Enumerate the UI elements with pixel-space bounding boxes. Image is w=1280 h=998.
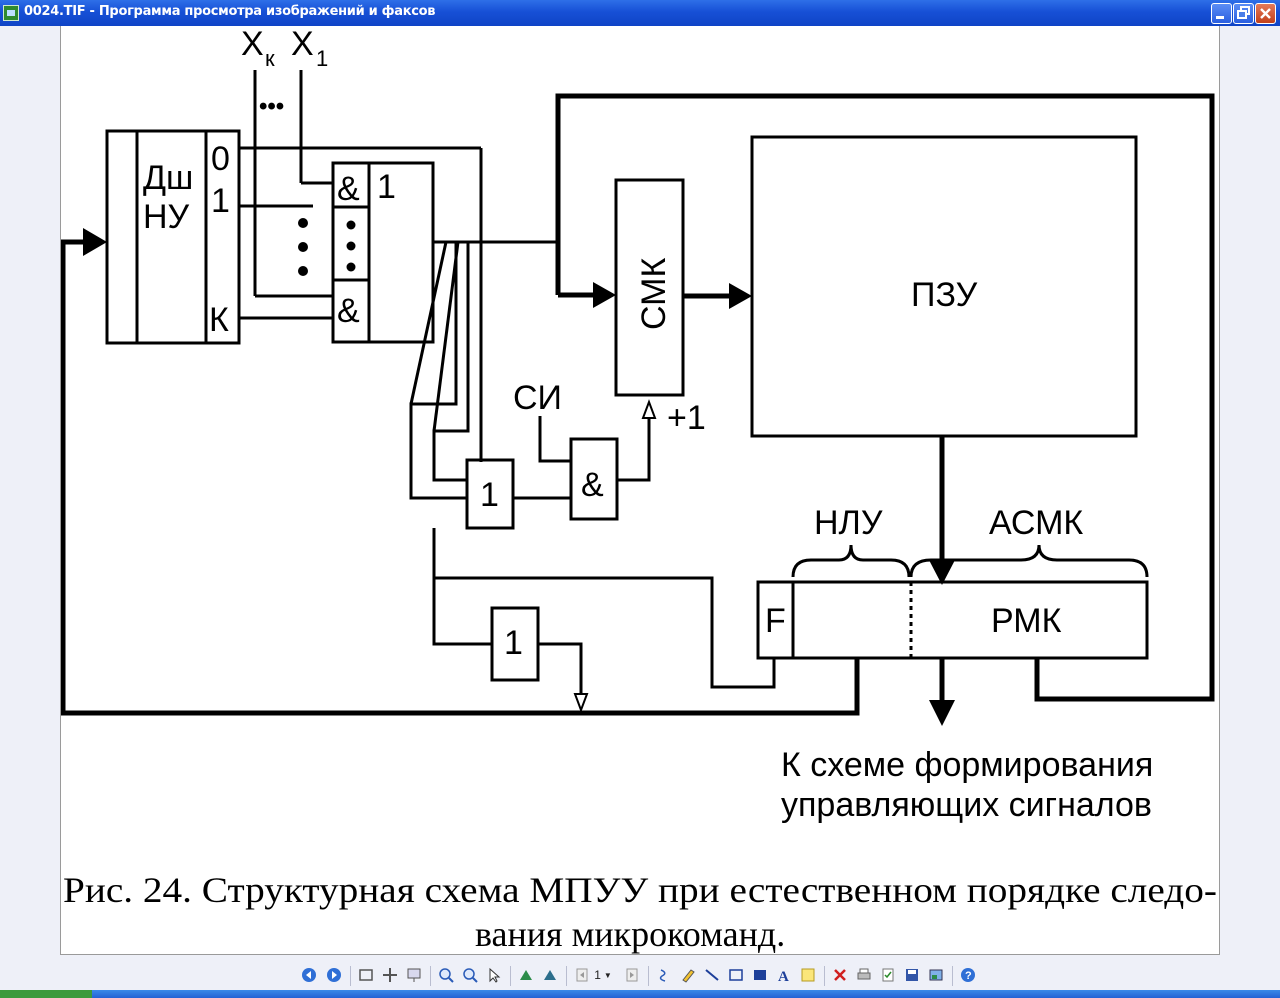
restore-icon	[1237, 6, 1250, 19]
decoder-out-k: К	[209, 301, 229, 339]
close-button[interactable]	[1255, 3, 1276, 24]
next-page-icon[interactable]	[624, 967, 640, 983]
nlu-label: НЛУ	[814, 504, 883, 542]
figure-caption-line2: вания микрокоманд.	[475, 914, 785, 954]
slideshow-icon[interactable]	[406, 967, 422, 983]
arrow-into-rmk	[929, 560, 955, 585]
structure-diagram: Х к Х 1 ••• Дш НУ 0 1 К & & 1 СМК ПЗУ СИ…	[61, 26, 1217, 954]
arrow-into-decoder	[83, 228, 107, 256]
input-xk-subscript: к	[265, 46, 275, 71]
smk-label: СМК	[635, 258, 673, 330]
rmk-register	[756, 580, 1149, 660]
note-icon[interactable]	[800, 967, 816, 983]
select-icon[interactable]	[486, 967, 502, 983]
viewer-toolbar: 1▼ A ?	[0, 962, 1280, 990]
svg-text:A: A	[778, 969, 789, 983]
highlight-icon[interactable]	[680, 967, 696, 983]
text-icon[interactable]: A	[776, 967, 792, 983]
print-icon[interactable]	[856, 967, 872, 983]
page-number: 1	[594, 968, 601, 982]
next-image-icon[interactable]	[326, 967, 342, 983]
and-array-block	[331, 161, 435, 344]
input-x1-subscript: 1	[316, 46, 328, 71]
figure-caption-line1: Рис. 24. Структурная схема МПУУ при есте…	[63, 870, 1217, 910]
zoom-out-icon[interactable]	[462, 967, 478, 983]
app-icon	[3, 5, 19, 21]
annotation-icon[interactable]	[656, 967, 672, 983]
asmk-label: АСМК	[989, 504, 1083, 542]
page-number-select[interactable]: 1▼	[590, 967, 616, 983]
or-gate	[465, 458, 515, 530]
rmk-label: РМК	[991, 602, 1062, 640]
decoder-block	[105, 129, 241, 345]
minimize-icon	[1216, 16, 1224, 19]
previous-image-icon[interactable]	[301, 967, 317, 983]
arrow-output	[929, 700, 955, 726]
filled-rectangle-icon[interactable]	[752, 967, 768, 983]
and-top-label: &	[337, 170, 360, 208]
line-icon[interactable]	[704, 967, 720, 983]
decoder-out-1: 1	[211, 182, 230, 220]
rectangle-icon[interactable]	[728, 967, 744, 983]
not-gate-label: 1	[504, 624, 523, 662]
and-gate-label: &	[581, 466, 604, 504]
minimize-button[interactable]	[1211, 3, 1232, 24]
previous-page-icon[interactable]	[574, 967, 590, 983]
or-array-label: 1	[377, 168, 396, 206]
close-icon	[1260, 8, 1271, 19]
image-page: Х к Х 1 ••• Дш НУ 0 1 К & & 1 СМК ПЗУ СИ…	[60, 26, 1220, 955]
start-button[interactable]	[0, 990, 92, 998]
image-viewer-area: Х к Х 1 ••• Дш НУ 0 1 К & & 1 СМК ПЗУ СИ…	[0, 26, 1280, 962]
smk-block	[614, 178, 685, 397]
and-bottom-label: &	[337, 292, 360, 330]
f-field-label: F	[765, 602, 786, 640]
delete-icon[interactable]	[832, 967, 848, 983]
output-text-line2: управляющих сигналов	[781, 786, 1152, 824]
svg-text:?: ?	[965, 970, 972, 982]
pzu-label: ПЗУ	[911, 276, 978, 314]
actual-size-icon[interactable]	[382, 967, 398, 983]
edit-icon[interactable]	[928, 967, 944, 983]
si-label: СИ	[513, 379, 562, 417]
copy-icon[interactable]	[880, 967, 896, 983]
window-title: 0024.TIF - Программа просмотра изображен…	[24, 4, 436, 19]
decoder-label-nu: НУ	[143, 198, 190, 236]
best-fit-icon[interactable]	[358, 967, 374, 983]
arrow-into-smk	[593, 282, 616, 308]
save-icon[interactable]	[904, 967, 920, 983]
chevron-down-icon: ▼	[603, 970, 612, 980]
rotate-counterclockwise-icon[interactable]	[542, 967, 558, 983]
title-bar: 0024.TIF - Программа просмотра изображен…	[0, 0, 1280, 26]
maximize-button[interactable]	[1233, 3, 1254, 24]
help-icon[interactable]: ?	[960, 967, 976, 983]
taskbar	[0, 990, 1280, 998]
zoom-in-icon[interactable]	[438, 967, 454, 983]
decoder-out-0: 0	[211, 140, 230, 178]
plus-one-label: +1	[667, 399, 706, 437]
decoder-label-dsh: Дш	[143, 159, 193, 197]
or-gate-label: 1	[480, 476, 499, 514]
arrow-into-pzu	[729, 283, 752, 309]
output-text-line1: К схеме формирования	[781, 746, 1153, 784]
rotate-clockwise-icon[interactable]	[518, 967, 534, 983]
input-x1-label: Х	[291, 26, 314, 63]
input-ellipsis: •••	[259, 93, 284, 120]
input-xk-label: Х	[241, 26, 264, 63]
